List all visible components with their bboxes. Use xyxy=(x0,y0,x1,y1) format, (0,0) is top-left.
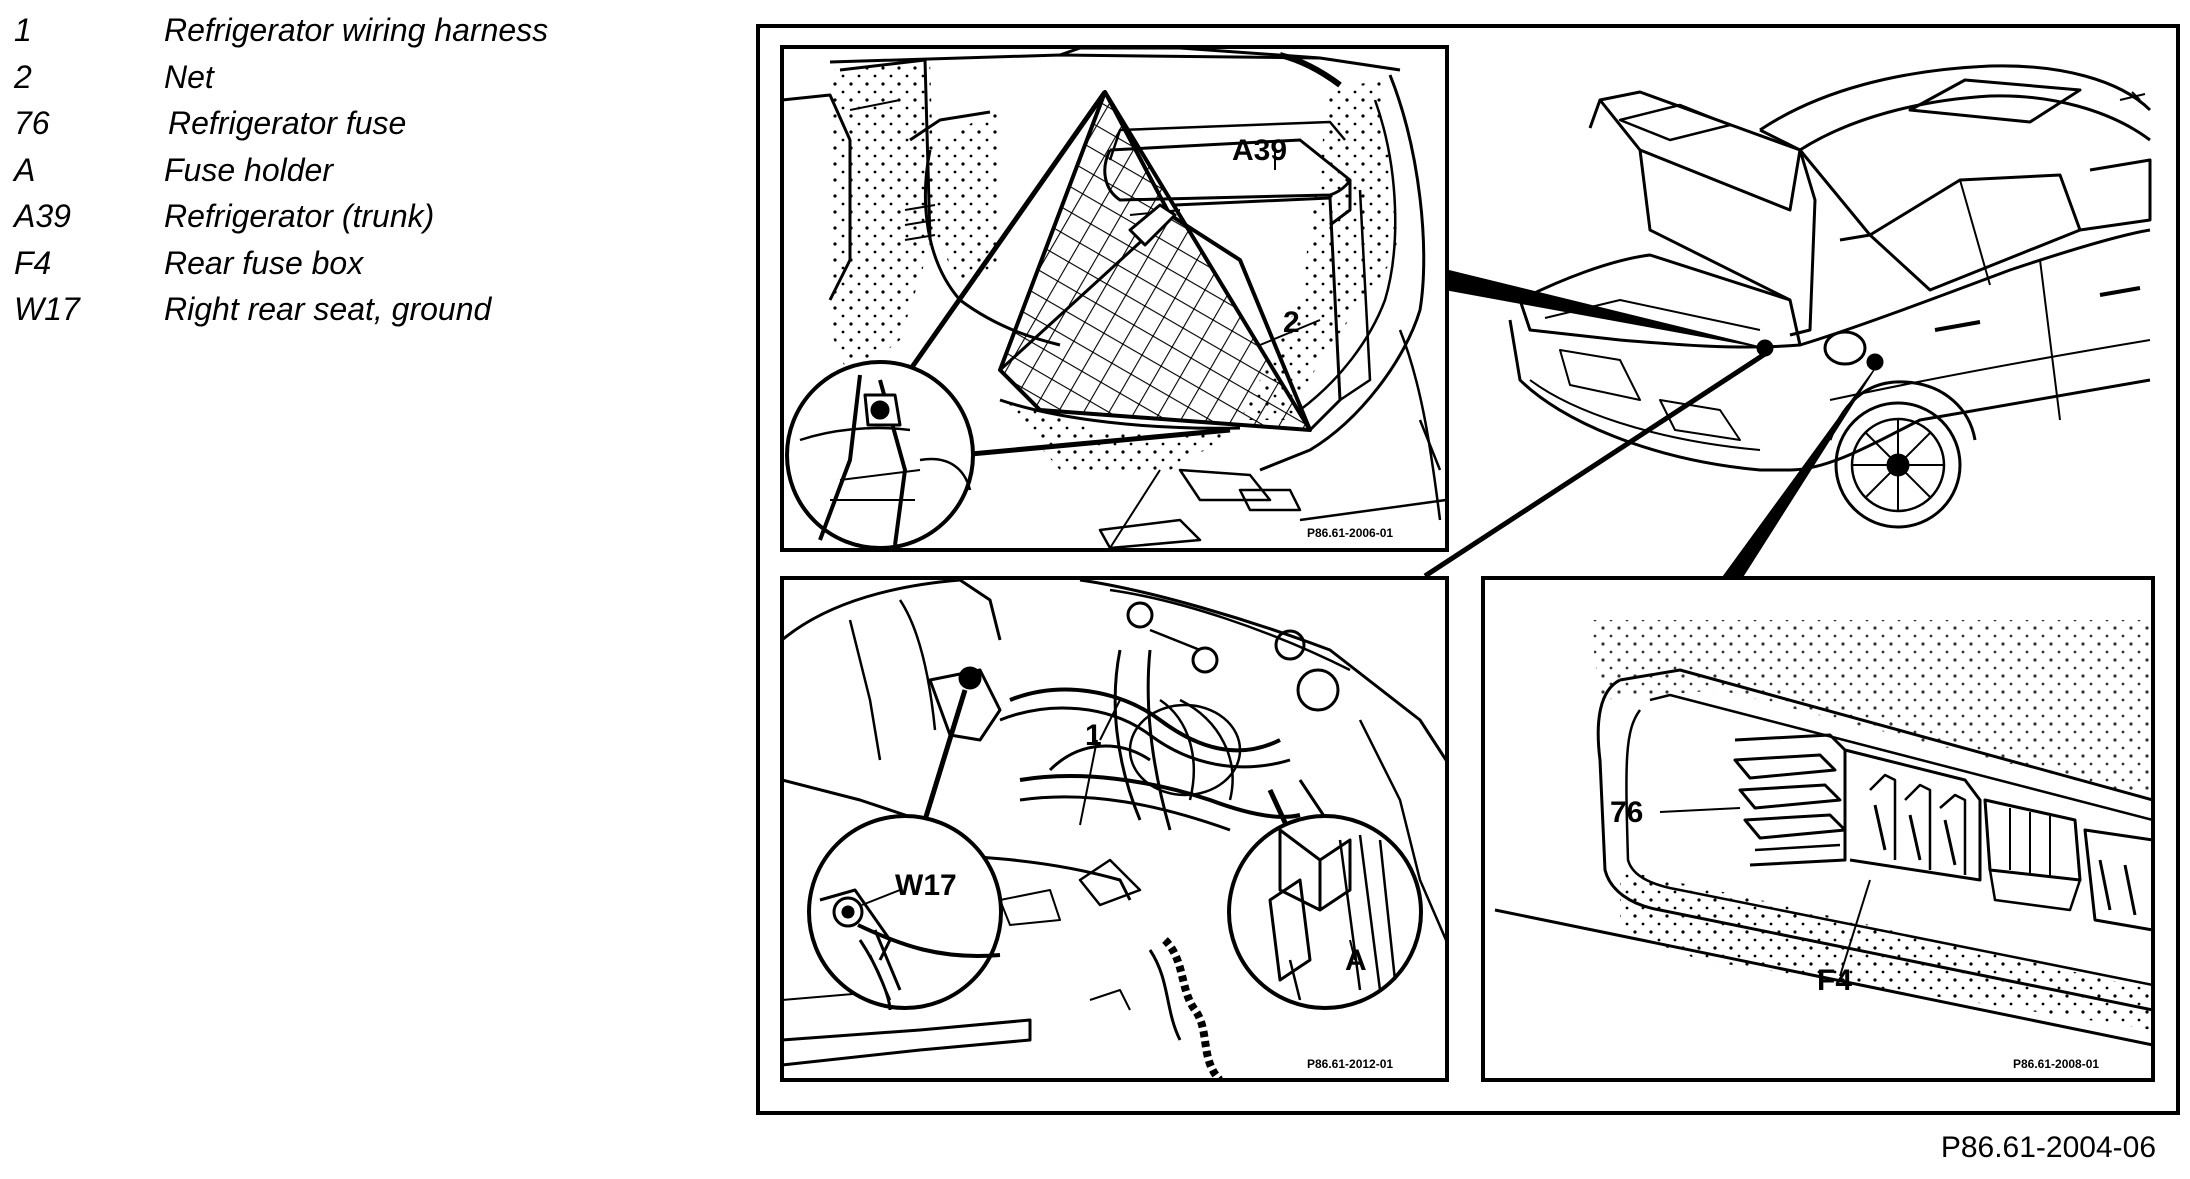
legend-key: 2 xyxy=(14,58,32,95)
panel-seat xyxy=(782,578,1447,1080)
legend-key: 1 xyxy=(14,12,32,48)
callout-fuse-holder: A xyxy=(1345,944,1367,977)
legend-desc: Net xyxy=(164,58,214,95)
legend-desc: Refrigerator fuse xyxy=(168,105,407,141)
figure-id: P86.61-2004-06 xyxy=(1940,1131,2156,1164)
legend-key: A39 xyxy=(14,198,71,234)
callout-net: 2 xyxy=(1283,306,1300,339)
callout-fuse: 76 xyxy=(1610,796,1643,829)
panel-code-seat: P86.61-2012-01 xyxy=(1307,1057,1393,1071)
legend-desc: Fuse holder xyxy=(164,151,333,188)
legend-key: A xyxy=(14,151,36,188)
legend-key: F4 xyxy=(14,244,52,281)
callout-fuse-box: F4 xyxy=(1817,964,1852,997)
outer-frame xyxy=(756,24,2180,1115)
panel-trunk xyxy=(782,47,1447,550)
legend-desc: Refrigerator (trunk) xyxy=(164,198,435,234)
legend-desc: Right rear seat, ground xyxy=(164,291,492,327)
legend-key: W17 xyxy=(14,291,80,327)
callout-w17: W17 xyxy=(895,869,957,902)
panel-code-fusebox: P86.61-2008-01 xyxy=(2013,1057,2099,1071)
legend-desc: Rear fuse box xyxy=(164,244,364,281)
panel-code-trunk: P86.61-2006-01 xyxy=(1307,526,1393,540)
panel-fusebox xyxy=(1494,620,2153,1047)
callout-harness: 1 xyxy=(1085,719,1102,752)
leader-lines xyxy=(1423,269,1879,579)
legend-key: 76 xyxy=(14,105,50,141)
callout-a39: A39 xyxy=(1232,134,1287,167)
legend-desc: Refrigerator wiring harness xyxy=(164,12,549,48)
